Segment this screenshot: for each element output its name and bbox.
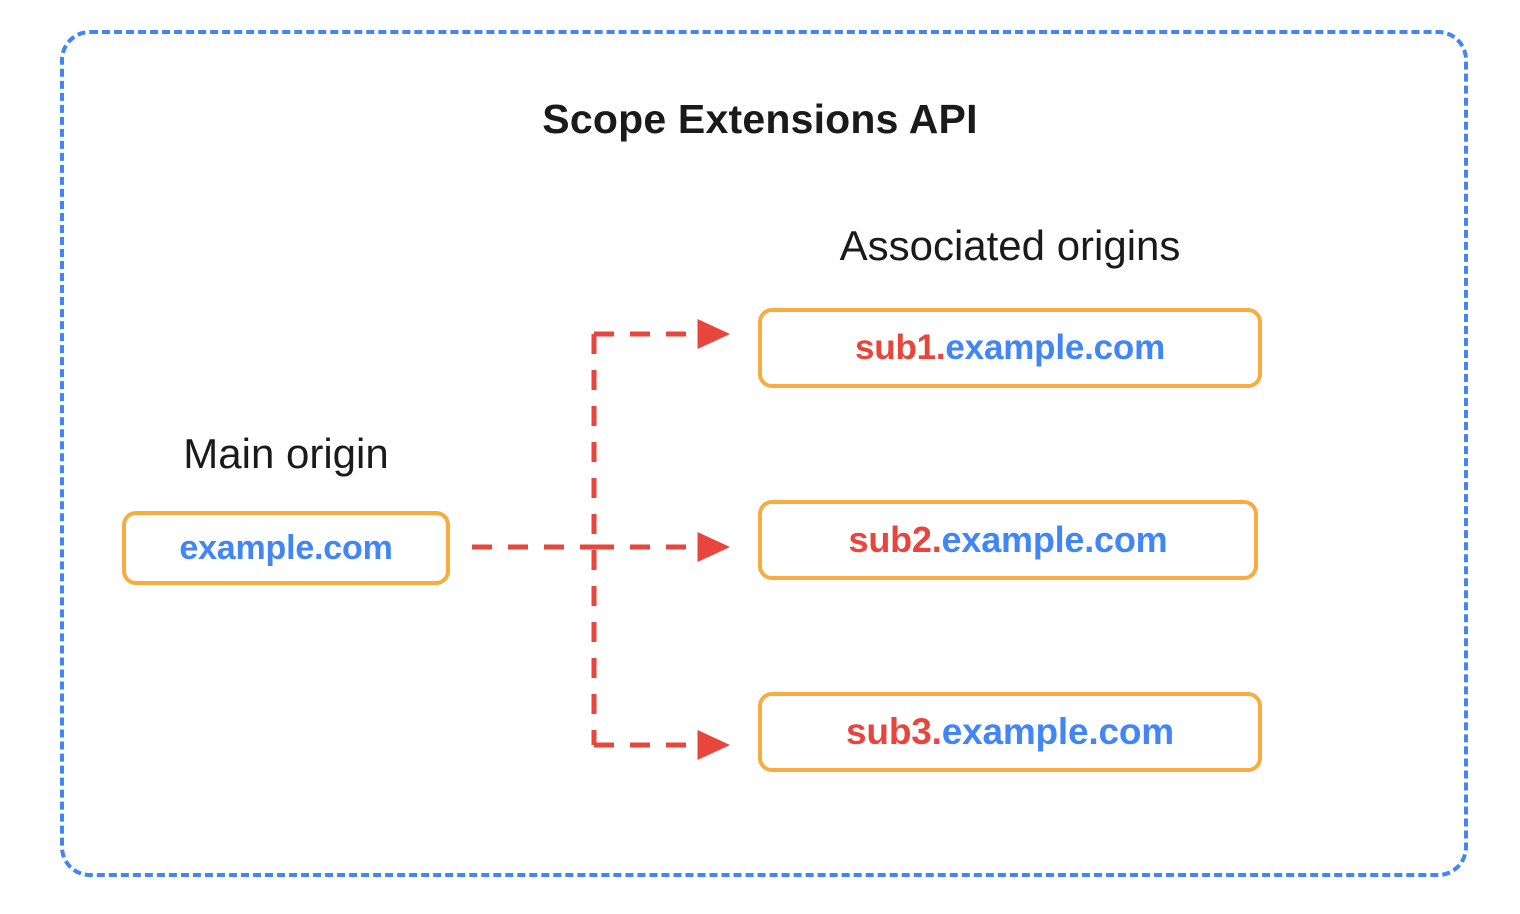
origin-text-sub1: sub1.example.com [855, 328, 1165, 368]
origin-box-sub2[interactable]: sub2.example.com [758, 500, 1258, 580]
origin-text-sub3: sub3.example.com [846, 711, 1174, 753]
origin-subdomain-sub3: sub3. [846, 711, 942, 752]
page-title: Scope Extensions API [542, 96, 978, 142]
origin-box-sub3[interactable]: sub3.example.com [758, 692, 1262, 772]
main-origin-label: Main origin [183, 430, 389, 477]
scope-extensions-frame [60, 30, 1468, 877]
origin-host-sub1: example.com [945, 328, 1165, 367]
origin-box-main[interactable]: example.com [122, 511, 450, 585]
origin-subdomain-sub1: sub1. [855, 328, 946, 367]
origin-text-main: example.com [179, 529, 392, 568]
origin-subdomain-sub2: sub2. [848, 519, 942, 560]
origin-box-sub1[interactable]: sub1.example.com [758, 308, 1262, 388]
origin-host-main: example.com [179, 528, 393, 567]
origin-host-sub3: example.com [941, 711, 1174, 752]
origin-host-sub2: example.com [941, 519, 1168, 560]
associated-origins-label: Associated origins [839, 222, 1181, 269]
origin-text-sub2: sub2.example.com [849, 519, 1168, 561]
